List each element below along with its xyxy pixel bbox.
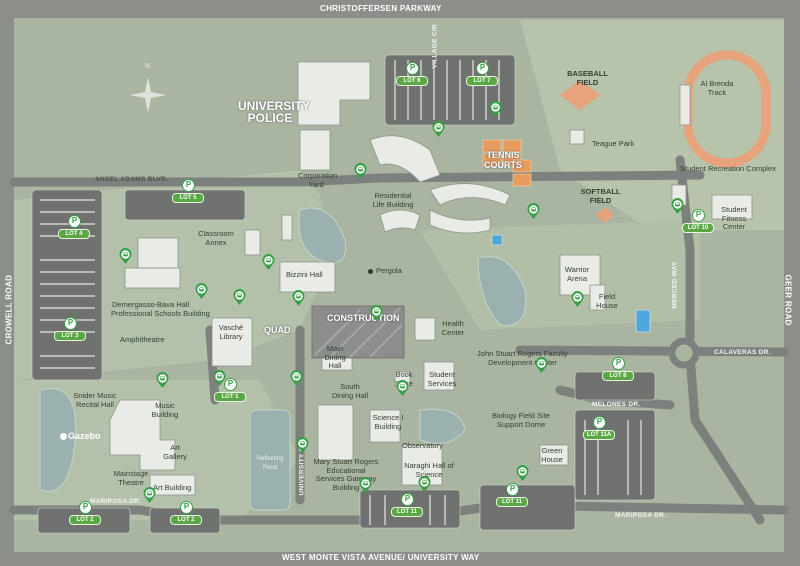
road-christoffersen: CHRISTOFFERSEN PARKWAY [320,4,442,13]
label-tennis-courts: TENNIS COURTS [484,150,522,170]
label-pergola: Pergola [376,266,402,275]
bus-stop-icon[interactable] [262,254,275,271]
bus-stop-icon[interactable] [671,198,684,215]
lot-2-label: LOT 2 [69,515,101,525]
label-university-police: UNIVERSITY POLICE [238,99,311,125]
lot-11a-label: LOT 11A [583,430,615,440]
label-snider: Snider Music Recital Hall [73,391,117,409]
label-bizzini: Bizzini Hall [286,270,323,279]
lot-11-label: LOT 11 [496,497,528,507]
lot-6-label: LOT 6 [396,76,428,86]
label-main-dining: Main Dining Hall [324,344,346,370]
road-crowell: CROWELL ROAD [4,274,14,345]
label-track: Al Brenda Track [700,79,734,97]
bus-stop-icon[interactable] [418,476,431,493]
label-field-house: Field House [596,292,618,310]
bus-stop-icon[interactable] [119,248,132,265]
bus-stop-icon[interactable] [370,305,383,322]
lot-7-label: LOT 7 [466,76,498,86]
label-mainstage: Mainstage Theatre [113,469,149,487]
bus-stop-icon[interactable] [195,283,208,300]
label-observatory: Observatory [402,441,443,450]
svg-text:N: N [145,63,150,70]
label-greenhouse: Green House [541,446,563,464]
road-mariposa-right: MARIPOSA DR. [615,512,667,519]
label-science-1: Science I Building [372,413,404,431]
lot-2-label: LOT 2 [170,515,202,525]
lot-4-label: LOT 4 [58,229,90,239]
bus-stop-icon[interactable] [535,357,548,374]
label-softball: SOFTBALL FIELD [580,187,621,205]
label-baseball: BASEBALL FIELD [567,69,608,87]
label-residential: Residential Life Building [372,191,414,209]
label-jsr-faculty: John Stuart Rogers Faculty Development C… [477,349,568,367]
lot-11-label: LOT 11 [391,507,423,517]
bus-stop-icon[interactable] [527,203,540,220]
lot-5-label: LOT 5 [172,193,204,203]
label-naraghi: Naraghi Hall of Science [404,461,454,479]
label-construction: CONSTRUCTION [327,313,400,323]
bus-stop-icon[interactable] [290,370,303,387]
label-art-building: Art Building [153,483,192,492]
label-rec-complex: Student Recreation Complex [680,164,776,173]
label-demergasso: Demergasso-Bava Hall [112,300,190,309]
road-calaveras: CALAVERAS DR. [714,349,771,356]
bus-stop-icon[interactable] [489,101,502,118]
pergola-marker [368,269,373,274]
bus-stop-icon[interactable] [233,289,246,306]
lot-10-label: LOT 10 [682,223,714,233]
label-quad: QUAD [264,325,291,335]
label-vasche-library: Vasché Library [218,323,244,341]
label-professional-schools: Professional Schools Building [111,309,210,318]
bus-stop-icon[interactable] [516,465,529,482]
label-amphitheatre: Amphitheatre [120,335,165,344]
label-health-center: Health Center [441,319,465,337]
label-biology: Biology Field Site Support Dome [492,411,550,429]
label-music-building: Music Building [151,401,179,419]
bus-stop-icon[interactable] [354,163,367,180]
bus-stop-icon[interactable] [571,291,584,308]
lot-3-label: LOT 3 [54,331,86,341]
bus-stop-icon[interactable] [432,121,445,138]
label-art-gallery: Art Gallery [163,443,187,461]
label-msr-gateway: Mary Stuart Rogers Educational Services … [313,457,379,492]
compass-rose-icon [130,77,166,113]
gazebo-marker [60,433,67,440]
label-student-services: Student Services [427,370,457,388]
lot-1-label: LOT 1 [214,392,246,402]
label-warrior-arena: Warrior Arena [564,265,590,283]
road-geer: GEER ROAD [783,274,793,326]
road-village-cir: VILLAGE CIR [431,24,439,69]
bus-stop-icon[interactable] [292,290,305,307]
label-classroom-annex: Classroom Annex [198,229,234,247]
label-fitness-center: Student Fitness Center [721,205,747,231]
bus-stop-icon[interactable] [156,372,169,389]
label-south-dining: South Dining Hall [331,382,369,400]
label-reflecting-pond: Reflecting Pond [256,456,284,471]
road-mariposa-left: MARIPOSA DR. [90,498,142,505]
bus-stop-icon[interactable] [359,477,372,494]
road-melones: MELONES DR. [592,401,641,408]
bus-stop-icon[interactable] [396,380,409,397]
bus-stop-icon[interactable] [296,437,309,454]
label-gazebo: Gazebo [68,431,101,441]
road-monte-vista: WEST MONTE VISTA AVENUE/ UNIVERSITY WAY [282,553,480,562]
bus-stop-icon[interactable] [143,487,156,504]
bus-stop-icon[interactable] [213,370,226,387]
lot-8-label: LOT 8 [602,371,634,381]
label-corp-yard: Corporation Yard [298,171,338,189]
label-teague-park: Teague Park [592,139,635,148]
road-ansel-adams: ANSEL ADAMS BLVD. [95,176,169,183]
road-merced-way: MERCED WAY [671,261,679,309]
